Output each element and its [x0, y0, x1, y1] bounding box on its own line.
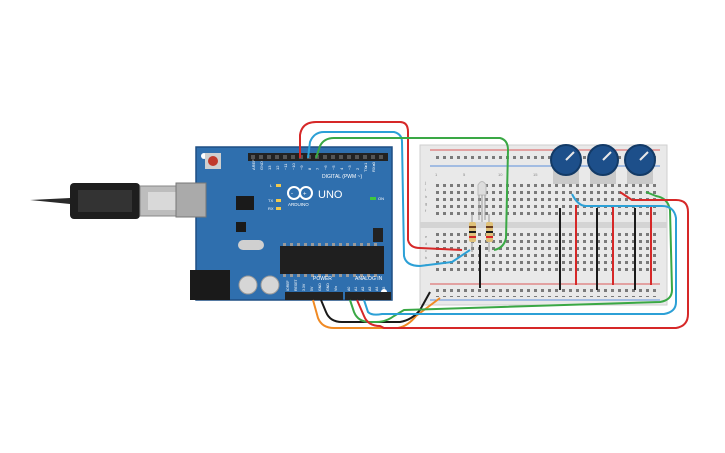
wire-red-top — [299, 121, 463, 251]
row-letter: i — [425, 187, 426, 192]
digital-pin-label: ~5 — [331, 165, 336, 170]
power-pin-label: IOREF — [286, 280, 290, 291]
digital-pin-label: ~9 — [299, 165, 304, 170]
breadboard-jumpers[interactable] — [479, 205, 652, 290]
rx-led-label: RX — [268, 206, 274, 211]
potentiometer-3[interactable] — [624, 144, 656, 184]
digital-pin-label: 7 — [315, 167, 320, 170]
potentiometer-1[interactable] — [550, 144, 582, 184]
power-pin-label: GND — [326, 283, 330, 291]
column-number: 15 — [533, 172, 538, 177]
digital-pin-label: GND — [259, 161, 264, 170]
on-led-icon — [370, 197, 376, 200]
digital-pin-label: TX▸1 — [363, 162, 368, 172]
row-letter: g — [425, 201, 427, 206]
breadboard[interactable]: j i h g f e d c b a 1 5 10 15 20 25 30 — [419, 144, 668, 306]
resistor-2[interactable] — [486, 214, 493, 252]
analog-pin-label: A5 — [382, 287, 386, 291]
on-led-label: ON — [378, 196, 384, 201]
model-label: UNO — [318, 189, 343, 201]
digital-pin-label: 2 — [355, 167, 360, 170]
wire-orange — [312, 297, 441, 329]
digital-pin-label: RX◂0 — [371, 161, 376, 172]
power-header[interactable] — [285, 292, 343, 300]
digital-pin-label: 13 — [267, 165, 272, 170]
digital-pin-label: 4 — [339, 167, 344, 170]
arduino-logo-icon: - + — [287, 186, 313, 200]
digital-pin-label: ~6 — [323, 165, 328, 170]
potentiometer-2[interactable] — [587, 144, 619, 184]
row-letter: f — [425, 208, 427, 213]
tx-led-icon — [276, 199, 281, 202]
rgb-led[interactable] — [477, 181, 487, 223]
row-letter: d — [425, 241, 427, 246]
power-pin-label: GND — [318, 283, 322, 291]
l-led-icon — [276, 184, 281, 187]
analog-label: ANALOG IN — [355, 276, 383, 282]
row-letter: h — [425, 194, 427, 199]
digital-pin-label: ~3 — [347, 165, 352, 170]
column-number: 1 — [435, 172, 438, 177]
digital-label: DIGITAL (PWM ~) — [322, 174, 362, 180]
analog-pin-label: A2 — [361, 287, 365, 291]
svg-text:-: - — [291, 191, 293, 197]
power-pin-label: 3.3V — [302, 283, 306, 291]
brand-label: ARDUINO — [288, 202, 309, 207]
analog-pin-label: A3 — [368, 287, 372, 291]
tx-led-label: TX — [268, 198, 273, 203]
wires[interactable] — [299, 121, 689, 329]
wire-blue-top — [307, 131, 471, 267]
row-letter: j — [424, 180, 426, 185]
row-letter: b — [425, 255, 428, 260]
power-label: POWER — [313, 276, 332, 282]
digital-pin-label: ~10 — [291, 162, 296, 170]
row-letter: e — [425, 234, 428, 239]
row-letter: c — [425, 248, 427, 253]
power-pin-label: Vin — [334, 286, 338, 291]
column-number: 5 — [463, 172, 466, 177]
wire-red-a1 — [356, 191, 689, 329]
arduino-board[interactable]: AREF GND 13 12 ~11 ~10 ~9 8 7 ~6 ~5 4 ~3… — [175, 146, 393, 301]
power-pin-label: RESET — [294, 278, 298, 291]
svg-text:+: + — [303, 192, 307, 198]
usb-cable[interactable] — [30, 183, 183, 219]
analog-pin-label: A1 — [354, 287, 358, 291]
analog-header[interactable] — [345, 292, 391, 300]
column-number: 10 — [498, 172, 503, 177]
digital-pin-label: 8 — [307, 167, 312, 170]
digital-pin-label: 12 — [275, 165, 280, 170]
power-pin-label: 5V — [310, 286, 314, 291]
wire-blue-a2 — [363, 193, 677, 316]
analog-pin-label: A0 — [347, 287, 351, 291]
resistor-1[interactable] — [469, 214, 476, 252]
wire-green-top — [315, 137, 509, 251]
wire-green-a0 — [349, 191, 673, 323]
l-led-label: L — [270, 183, 273, 188]
digital-pin-label: AREF — [251, 159, 256, 170]
digital-pin-label: ~11 — [283, 163, 288, 170]
rx-led-icon — [276, 207, 281, 210]
analog-pin-label: A4 — [375, 287, 379, 291]
